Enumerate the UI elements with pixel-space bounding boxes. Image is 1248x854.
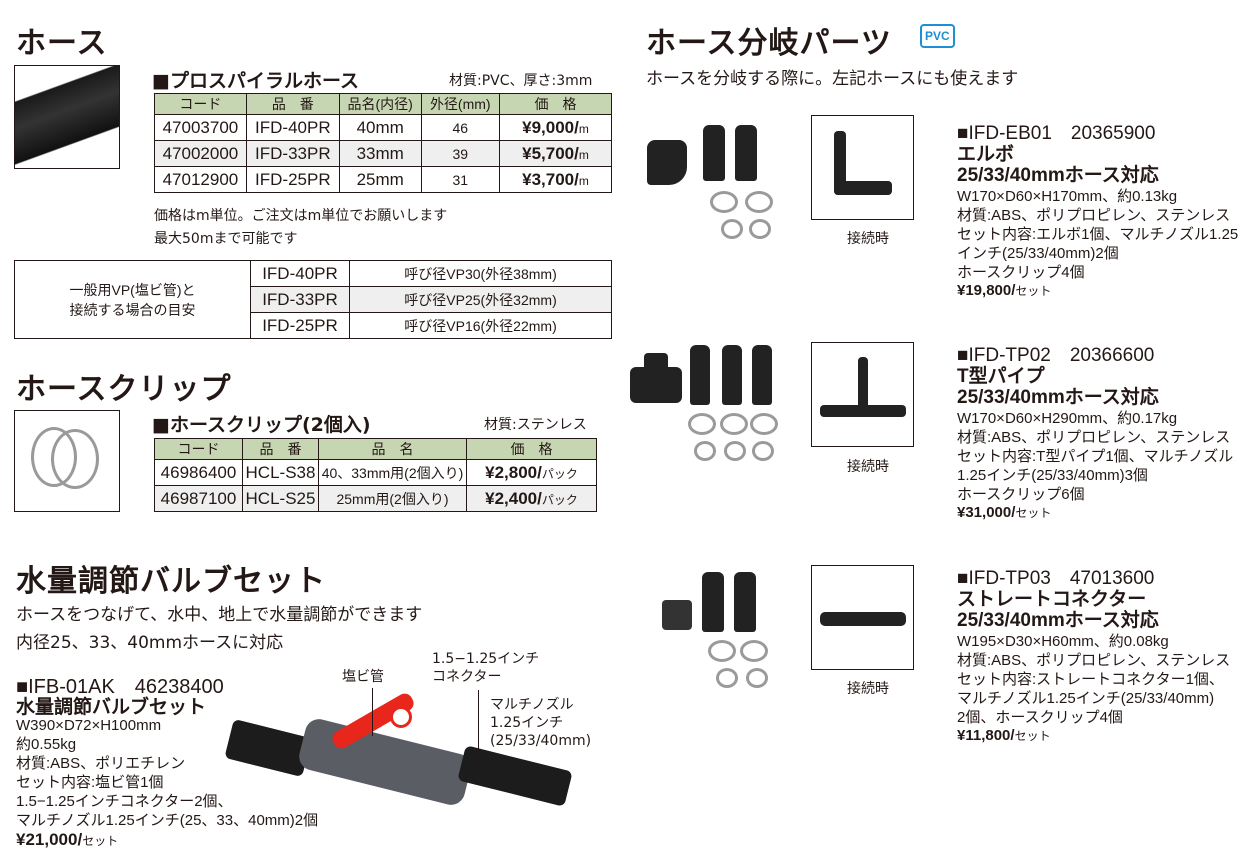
col-od: 外径(mm)	[420, 93, 500, 115]
hose-note-2: 最大50mまで可能です	[154, 231, 298, 247]
tpipe-connected-label: 接続時	[847, 459, 889, 475]
elbow-connected-label: 接続時	[847, 231, 889, 247]
cell-code: 46986400	[154, 459, 243, 486]
clip-product-title: ■ホースクリップ(2個入)	[152, 414, 371, 436]
valve-code: ■IFB-01AK 46238400	[16, 676, 224, 698]
tpipe-parts-photo	[628, 345, 803, 475]
cell-part: IFD-25PR	[245, 166, 340, 193]
cell-part: HCL-S25	[242, 485, 319, 512]
callout-connector: 1.5−1.25インチコネクター	[432, 651, 540, 685]
table-row: 46986400 HCL-S38 40、33mm用(2個入り) ¥2,800/パ…	[154, 459, 597, 486]
valve-name: 水量調節バルブセット	[16, 696, 207, 718]
cell-part: HCL-S38	[242, 459, 319, 486]
cell-part: IFD-33PR	[250, 286, 350, 313]
section-title-clip: ホースクリップ	[16, 372, 232, 407]
cell-part: IFD-40PR	[245, 114, 340, 141]
cell-part: IFD-40PR	[250, 260, 350, 287]
straight-connected-photo	[811, 565, 914, 670]
table-row: 47002000 IFD-33PR 33mm 39 ¥5,700/m	[154, 140, 613, 167]
cell-od: 46	[420, 114, 500, 141]
cell-name: 40、33mm用(2個入り)	[318, 459, 467, 486]
elbow-parts-photo	[645, 115, 795, 255]
cell-desc: 呼び径VP25(外径32mm)	[349, 286, 612, 313]
vp-guide-label: 一般用VP(塩ビ管)と接続する場合の目安	[14, 260, 251, 339]
cell-part: IFD-25PR	[250, 312, 350, 339]
clip-material: 材質:ステンレス	[484, 417, 587, 433]
cell-price: ¥3,700/m	[498, 166, 613, 193]
cell-desc: 呼び径VP30(外径38mm)	[349, 260, 612, 287]
valve-desc-2: 内径25、33、40mmホースに対応	[16, 633, 284, 653]
cell-name: 25mm用(2個入り)	[318, 485, 467, 512]
callout-pipe: 塩ビ管	[342, 669, 384, 685]
branch-desc: ホースを分岐する際に。左記ホースにも使えます	[646, 69, 1019, 89]
clip-photo	[14, 410, 120, 512]
hose-table: コード 品 番 品名(内径) 外径(mm) 価 格 47003700 IFD-4…	[154, 93, 613, 193]
elbow-details: ■IFD-EB01 20365900 エルボ 25/33/40mmホース対応 W…	[957, 123, 1239, 299]
table-row: 47003700 IFD-40PR 40mm 46 ¥9,000/m	[154, 114, 613, 141]
cell-code: 47012900	[154, 166, 247, 193]
cell-name: 40mm	[338, 114, 422, 141]
col-name: 品名(内径)	[338, 93, 422, 115]
cell-price: ¥2,400/パック	[466, 485, 597, 512]
straight-connected-label: 接続時	[847, 681, 889, 697]
valve-desc-1: ホースをつなげて、水中、地上で水量調節ができます	[16, 605, 423, 625]
table-row: 47012900 IFD-25PR 25mm 31 ¥3,700/m	[154, 166, 613, 193]
col-price: 価 格	[498, 93, 613, 115]
straight-details: ■IFD-TP03 47013600 ストレートコネクター 25/33/40mm…	[957, 568, 1231, 744]
cell-code: 46987100	[154, 485, 243, 512]
col-name: 品 名	[318, 438, 467, 460]
hose-note-1: 価格はm単位。ご注文はm単位でお願いします	[154, 208, 448, 224]
cell-price: ¥2,800/パック	[466, 459, 597, 486]
table-row: 46987100 HCL-S25 25mm用(2個入り) ¥2,400/パック	[154, 485, 597, 512]
cell-part: IFD-33PR	[245, 140, 340, 167]
valve-specs: W390×D72×H100mm 約0.55kg 材質:ABS、ポリエチレン セッ…	[16, 717, 319, 849]
cell-code: 47002000	[154, 140, 247, 167]
section-title-hose: ホース	[16, 26, 108, 61]
vp-guide-table: 一般用VP(塩ビ管)と接続する場合の目安 IFD-40PR 呼び径VP30(外径…	[14, 260, 612, 339]
cell-code: 47003700	[154, 114, 247, 141]
cell-desc: 呼び径VP16(外径22mm)	[349, 312, 612, 339]
valve-illustration	[224, 690, 588, 812]
cell-price: ¥9,000/m	[498, 114, 613, 141]
col-code: コード	[154, 93, 247, 115]
cell-od: 39	[420, 140, 500, 167]
col-price: 価 格	[466, 438, 597, 460]
tpipe-connected-photo	[811, 342, 914, 447]
clip-table: コード 品 番 品 名 価 格 46986400 HCL-S38 40、33mm…	[154, 438, 597, 512]
straight-parts-photo	[660, 568, 800, 698]
cell-price: ¥5,700/m	[498, 140, 613, 167]
hose-photo	[14, 65, 120, 169]
col-part: 品 番	[245, 93, 340, 115]
cell-name: 25mm	[338, 166, 422, 193]
col-code: コード	[154, 438, 243, 460]
hose-product-title: ■プロスパイラルホース	[152, 70, 360, 92]
tpipe-details: ■IFD-TP02 20366600 T型パイプ 25/33/40mmホース対応…	[957, 345, 1234, 521]
hose-material: 材質:PVC、厚さ:3mm	[449, 73, 593, 89]
clip-ring-icon	[51, 429, 99, 489]
elbow-connected-photo	[811, 115, 914, 220]
cell-od: 31	[420, 166, 500, 193]
pvc-badge: PVC	[920, 24, 955, 48]
section-title-valve: 水量調節バルブセット	[16, 564, 326, 599]
col-part: 品 番	[242, 438, 319, 460]
cell-name: 33mm	[338, 140, 422, 167]
section-title-branch: ホース分岐パーツ	[646, 26, 892, 61]
